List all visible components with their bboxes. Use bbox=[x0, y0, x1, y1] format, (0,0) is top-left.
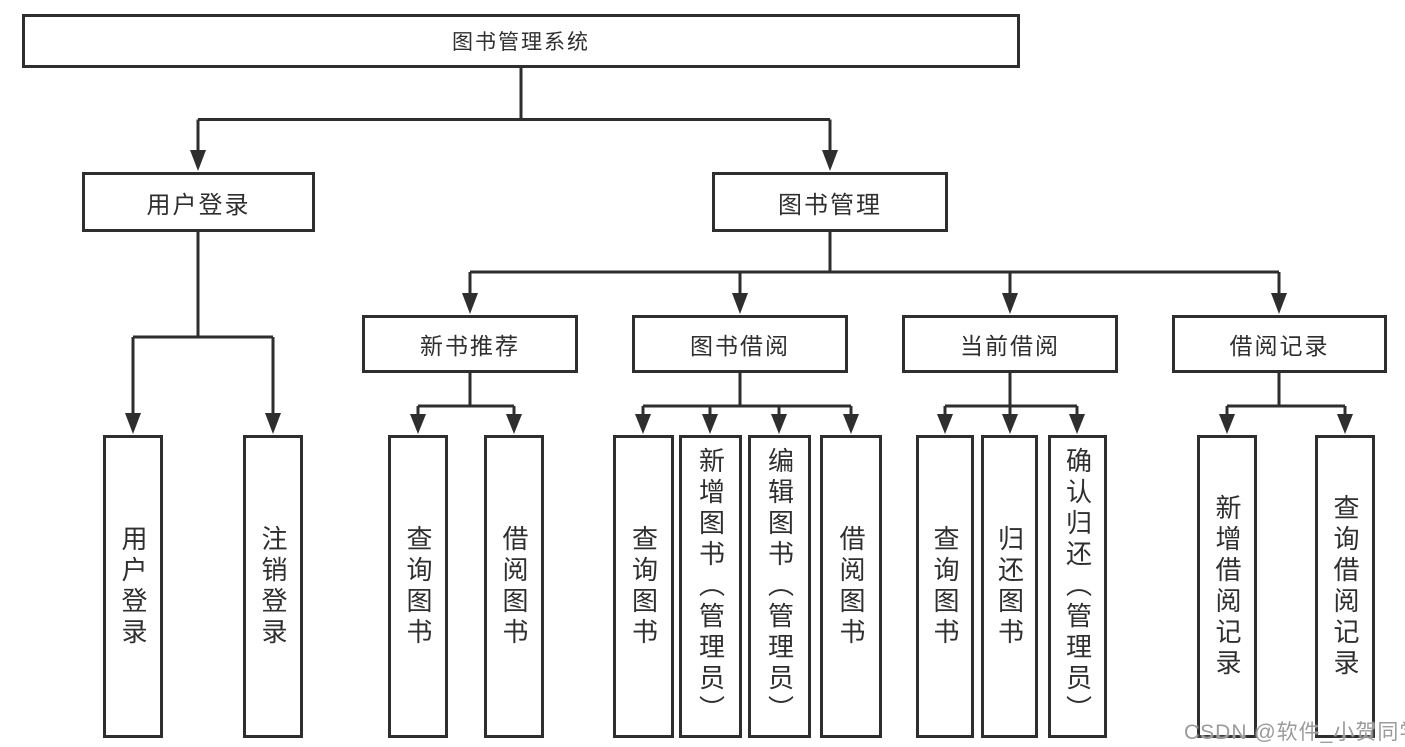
arrowhead bbox=[843, 414, 859, 434]
leaf-borrow-books-recommend: 借阅图书 bbox=[484, 435, 544, 738]
arrowhead bbox=[410, 414, 426, 434]
leaf-label: 查询图书 bbox=[930, 524, 960, 649]
leaf-add-book-admin: 新增图书（管理员） bbox=[679, 435, 742, 738]
arrowhead bbox=[702, 414, 718, 434]
leaf-borrow-books-borrowing: 借阅图书 bbox=[820, 435, 882, 738]
arrowhead bbox=[822, 150, 838, 171]
node-label: 新书推荐 bbox=[420, 333, 520, 359]
node-book-management: 图书管理 bbox=[712, 172, 948, 232]
leaf-label: 确认归还（管理员） bbox=[1062, 447, 1093, 726]
leaf-query-books-current: 查询图书 bbox=[916, 435, 974, 738]
node-label: 图书借阅 bbox=[690, 333, 790, 359]
node-label: 图书管理 bbox=[778, 191, 882, 219]
node-label: 借阅记录 bbox=[1229, 333, 1330, 359]
arrowhead bbox=[1337, 414, 1353, 434]
arrowhead bbox=[1002, 293, 1018, 314]
leaf-query-borrow-record: 查询借阅记录 bbox=[1315, 435, 1375, 738]
arrowhead bbox=[265, 413, 281, 434]
node-new-book-recommend: 新书推荐 bbox=[362, 315, 578, 373]
leaf-return-book: 归还图书 bbox=[981, 435, 1038, 738]
arrowhead bbox=[462, 293, 478, 314]
leaf-add-borrow-record: 新增借阅记录 bbox=[1197, 435, 1257, 738]
arrowhead bbox=[635, 414, 651, 434]
leaf-label: 查询借阅记录 bbox=[1330, 493, 1360, 680]
arrowhead bbox=[1271, 293, 1287, 314]
leaf-label: 新增图书（管理员） bbox=[695, 447, 726, 726]
leaf-edit-book-admin: 编辑图书（管理员） bbox=[748, 435, 811, 738]
leaf-query-books-recommend: 查询图书 bbox=[388, 435, 448, 738]
leaf-label: 借阅图书 bbox=[836, 524, 866, 649]
node-borrowing-records: 借阅记录 bbox=[1172, 315, 1387, 373]
node-current-borrowing: 当前借阅 bbox=[902, 315, 1118, 373]
node-label: 图书管理系统 bbox=[452, 31, 590, 54]
leaf-label: 借阅图书 bbox=[499, 524, 529, 649]
leaf-query-books-borrowing: 查询图书 bbox=[613, 435, 674, 738]
leaf-label: 编辑图书（管理员） bbox=[764, 447, 795, 726]
node-label: 用户登录 bbox=[146, 191, 251, 219]
csdn-watermark: CSDN @软件_小贺同学 bbox=[1184, 721, 1405, 744]
arrowhead bbox=[1219, 414, 1235, 434]
leaf-label: 查询图书 bbox=[403, 524, 433, 649]
arrowhead bbox=[190, 150, 206, 171]
arrowhead bbox=[1002, 414, 1018, 434]
arrowhead bbox=[771, 414, 787, 434]
leaf-label: 新增借阅记录 bbox=[1212, 493, 1242, 680]
node-book-borrowing: 图书借阅 bbox=[632, 315, 848, 373]
leaf-label: 归还图书 bbox=[994, 524, 1025, 649]
leaf-logout: 注销登录 bbox=[243, 435, 303, 738]
arrowhead bbox=[937, 414, 953, 434]
leaf-label: 查询图书 bbox=[628, 524, 659, 649]
arrowhead bbox=[125, 413, 141, 434]
leaf-label: 用户登录 bbox=[118, 524, 148, 649]
node-system-root: 图书管理系统 bbox=[22, 14, 1020, 68]
leaf-label: 注销登录 bbox=[258, 524, 288, 649]
node-label: 当前借阅 bbox=[960, 333, 1060, 359]
node-user-login: 用户登录 bbox=[82, 172, 315, 232]
leaf-confirm-return-admin: 确认归还（管理员） bbox=[1048, 435, 1107, 738]
arrowhead bbox=[732, 293, 748, 314]
leaf-user-login: 用户登录 bbox=[103, 435, 163, 738]
arrowhead bbox=[1069, 414, 1085, 434]
arrowhead bbox=[506, 414, 522, 434]
